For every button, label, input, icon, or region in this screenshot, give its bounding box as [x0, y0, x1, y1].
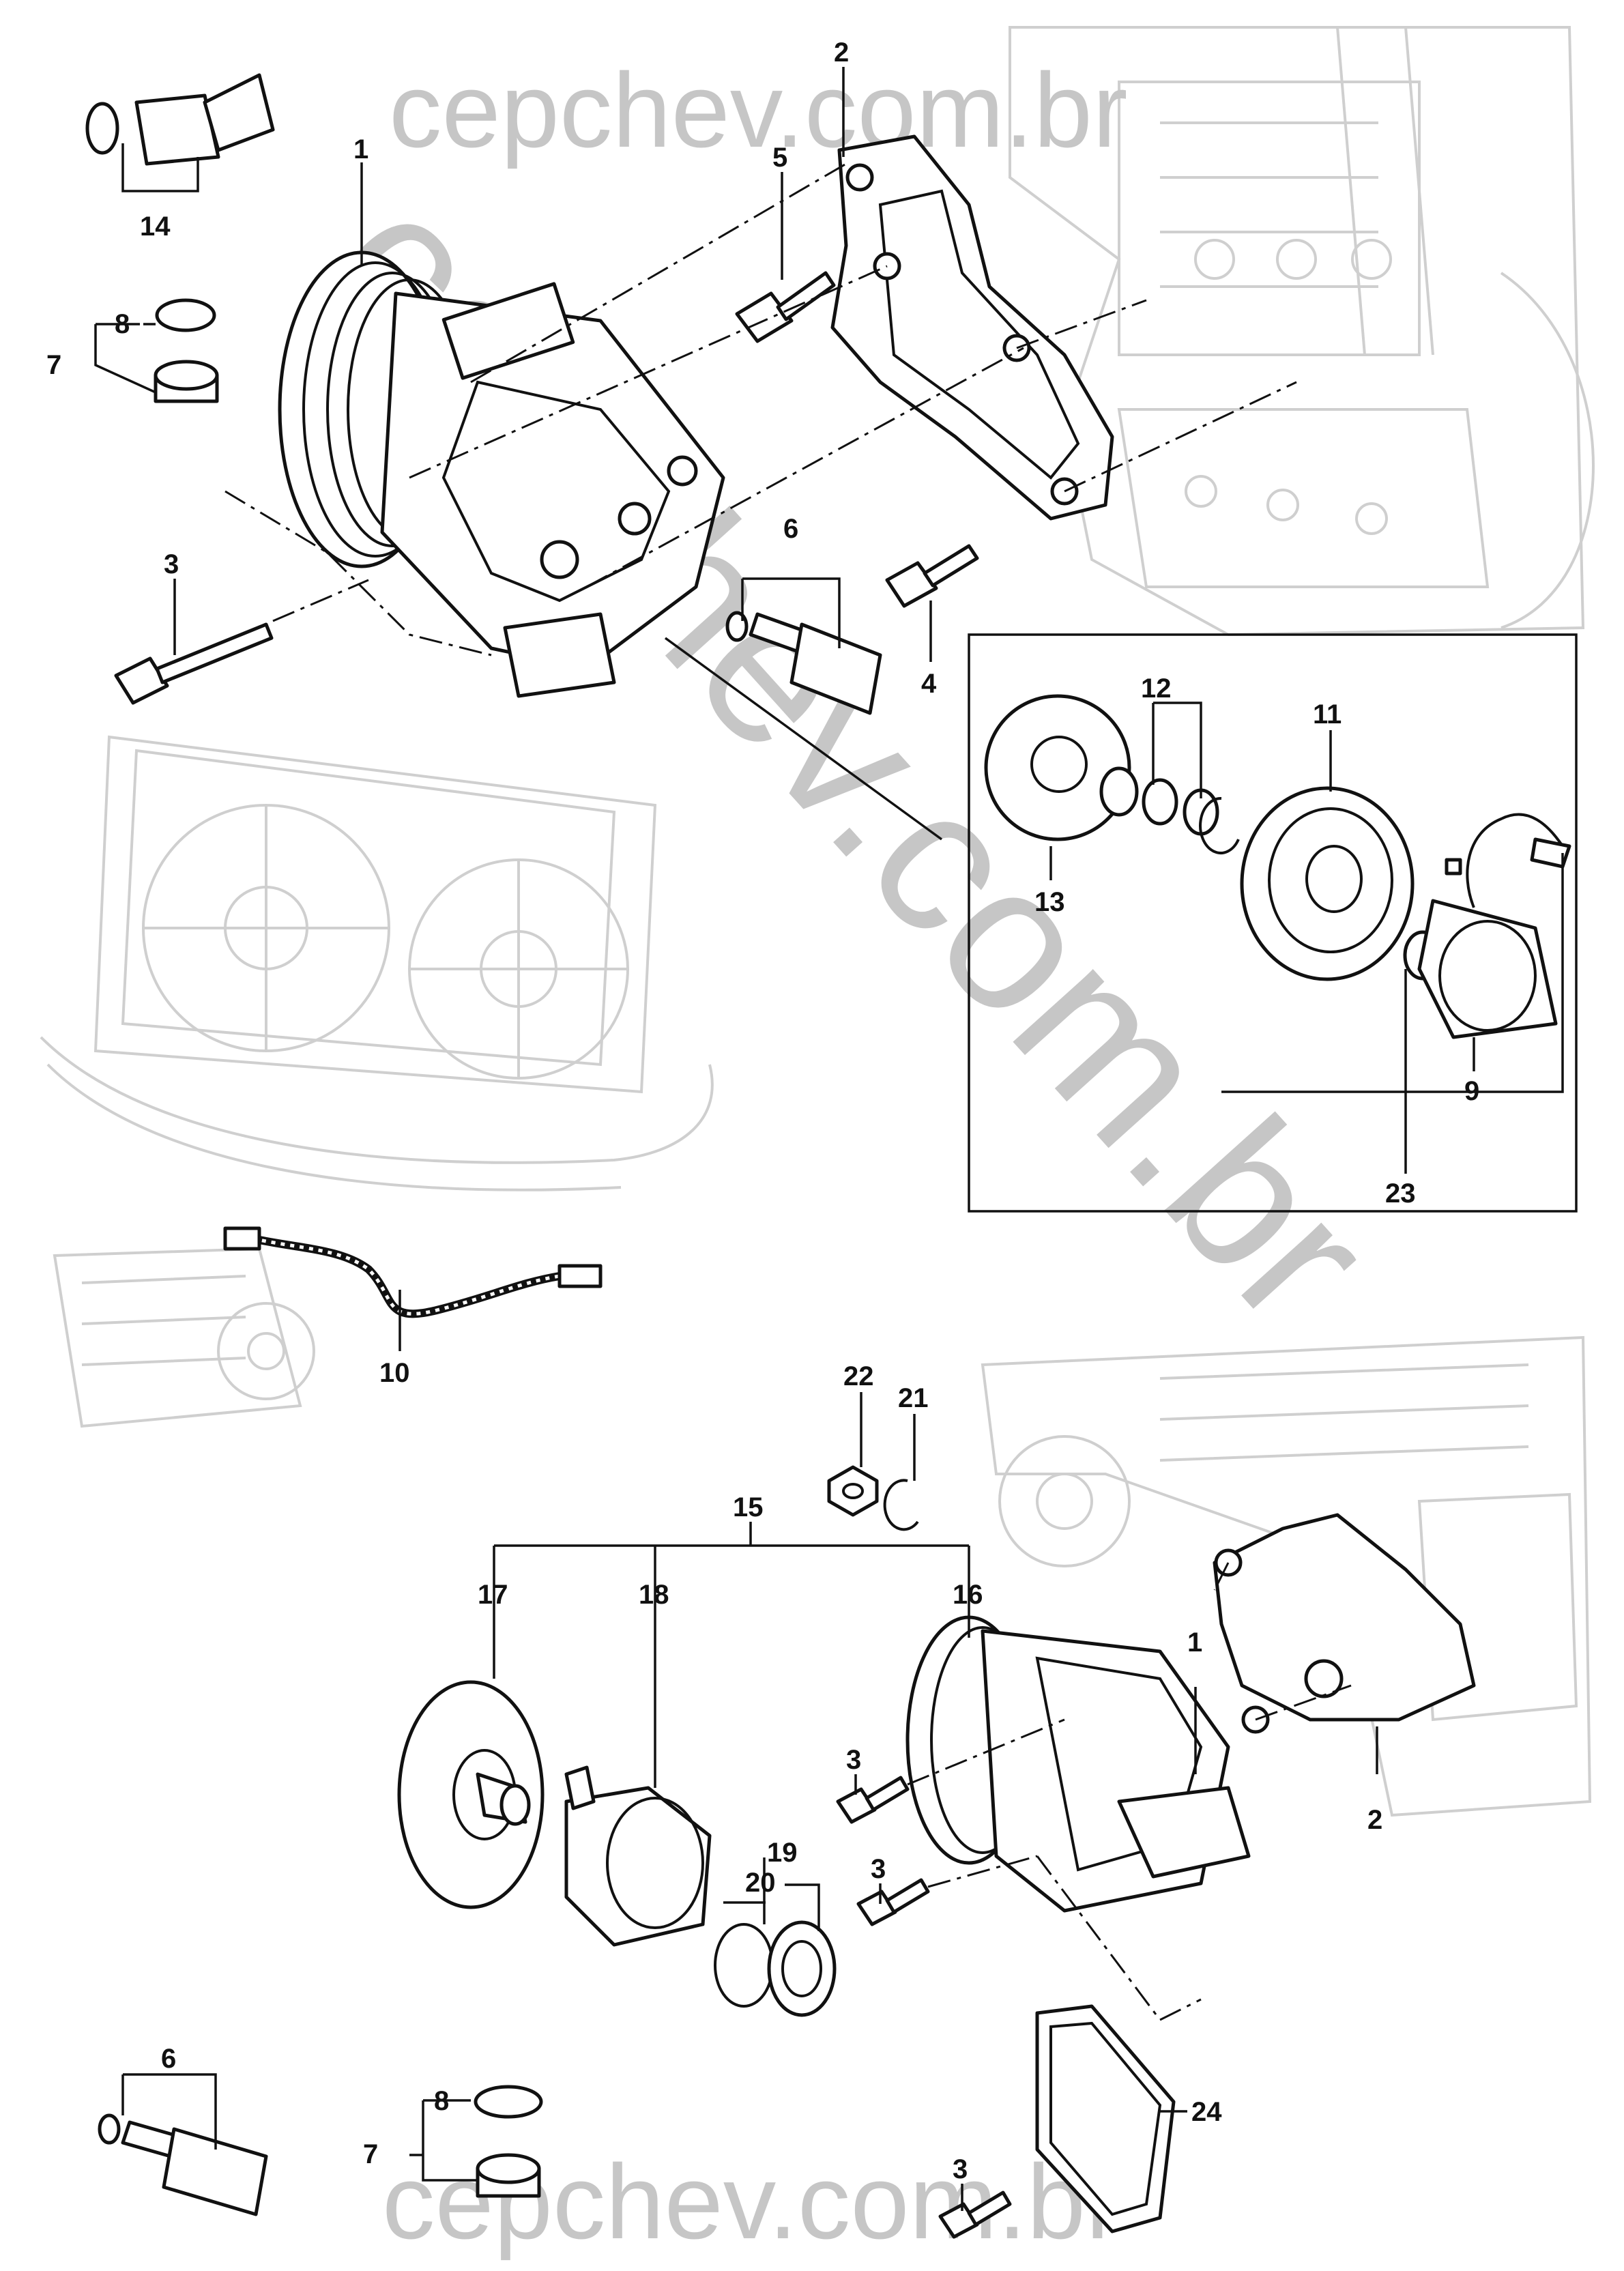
callout-22: 22	[843, 1361, 874, 1391]
callout-14: 14	[140, 212, 171, 242]
bolt-3-bottom-plate	[938, 2190, 1012, 2239]
ring-21	[883, 1479, 919, 1531]
engine-block-background	[1009, 26, 1595, 637]
callout-numbers: 1 2 5 14 8 7 3 6 4 12 11 13 9 23 10 22 2…	[46, 38, 1479, 2184]
callout-1-top: 1	[353, 134, 368, 164]
assembly-lines	[224, 162, 1352, 2021]
service-valve-14	[85, 73, 275, 166]
snap-ring-20	[714, 1923, 774, 2008]
cap-and-oring-top	[154, 298, 219, 403]
callout-24: 24	[1191, 2097, 1222, 2127]
callout-6-top: 6	[783, 514, 798, 544]
callout-3-bottom-plate: 3	[953, 2154, 968, 2184]
callout-7-bottom: 7	[363, 2139, 378, 2169]
radiator-fan-background	[40, 735, 714, 1191]
callout-3-bottom-upper: 3	[846, 1745, 861, 1775]
field-coil-18	[564, 1765, 712, 1947]
callout-2-bottom: 2	[1367, 1805, 1382, 1835]
callout-16: 16	[953, 1580, 983, 1610]
bolt-3-long	[114, 622, 274, 705]
callout-1-bottom: 1	[1187, 1628, 1202, 1658]
callout-15: 15	[733, 1492, 764, 1522]
cover-plate-24	[1035, 2004, 1176, 2233]
callout-8-bottom: 8	[434, 2086, 449, 2116]
nut-22	[827, 1465, 879, 1517]
leader-lines	[94, 67, 1564, 2211]
bracket-bottom	[1213, 1513, 1476, 1734]
callout-9: 9	[1464, 1076, 1479, 1106]
callout-12: 12	[1141, 674, 1172, 704]
compressor-bottom	[905, 1615, 1251, 1913]
bolt-3-bottom-lower	[856, 1878, 930, 1926]
callout-10: 10	[379, 1358, 410, 1388]
callout-6-bottom: 6	[161, 2044, 176, 2074]
compressor-top	[278, 250, 725, 698]
wiring-harness-10	[223, 1226, 603, 1318]
clutch-inset	[664, 633, 1578, 1213]
callout-3-top: 3	[164, 549, 179, 579]
callout-18: 18	[639, 1580, 669, 1610]
callout-3-bottom-lower: 3	[871, 1854, 886, 1884]
bolt-4	[885, 544, 979, 608]
callout-8-top: 8	[115, 309, 130, 339]
small-compressor-background	[53, 1247, 315, 1428]
pressure-switch-bottom	[98, 2113, 268, 2216]
callout-5: 5	[772, 143, 787, 173]
bolt-3-bottom-upper	[836, 1776, 910, 1824]
callout-7-top: 7	[46, 350, 61, 380]
seal-19	[767, 1920, 837, 2017]
clutch-plate-17	[397, 1680, 545, 1909]
callout-19: 19	[767, 1838, 798, 1868]
watermark-top: cepchev.com.br	[389, 51, 1128, 169]
callout-13: 13	[1034, 887, 1065, 917]
pressure-switch-top	[725, 611, 882, 715]
callout-17: 17	[478, 1580, 508, 1610]
callout-23: 23	[1385, 1178, 1416, 1209]
callout-11: 11	[1313, 699, 1342, 729]
callout-20: 20	[745, 1868, 776, 1898]
cap-and-oring-bottom	[474, 2085, 543, 2198]
callout-21: 21	[898, 1383, 929, 1413]
callout-4: 4	[921, 669, 937, 699]
callout-2-top: 2	[834, 38, 849, 68]
bolt-5	[735, 271, 836, 343]
